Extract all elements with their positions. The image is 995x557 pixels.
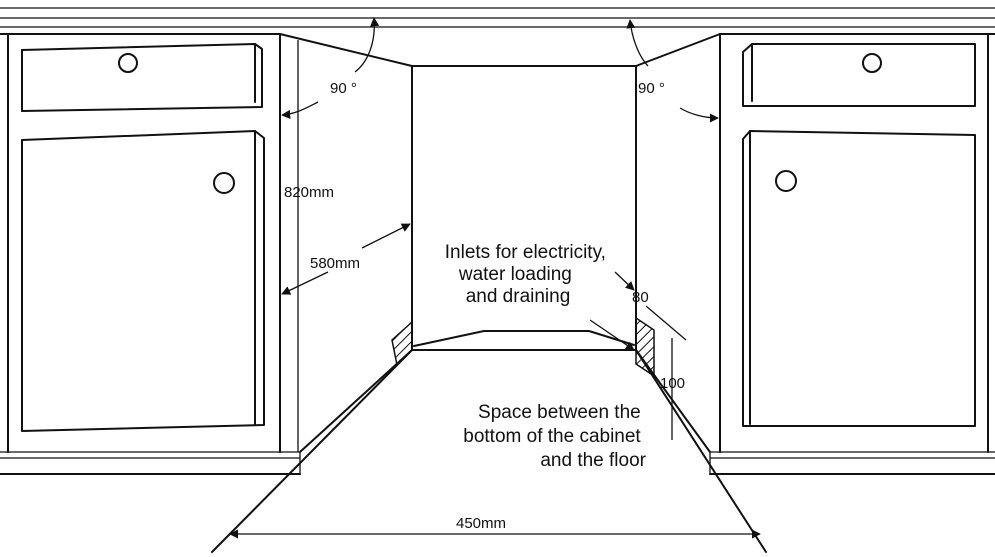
dimension-arrows bbox=[229, 17, 761, 539]
gap-side-label: 100 bbox=[660, 375, 685, 392]
angle-label-right: 90 ° bbox=[638, 80, 665, 97]
inlets-label: Inlets for electricity, water loading an… bbox=[445, 242, 611, 307]
niche bbox=[211, 33, 767, 553]
hatched-blocks bbox=[391, 316, 655, 378]
countertop bbox=[0, 7, 995, 35]
width-label: 450mm bbox=[456, 515, 506, 532]
gap-top-label: 80 bbox=[632, 289, 649, 306]
door-knob-icon-right bbox=[775, 170, 797, 192]
space-label: Space between the bottom of the cabinet … bbox=[463, 402, 646, 471]
drawer-knob-icon-right bbox=[862, 53, 882, 73]
drawer-knob-icon bbox=[118, 53, 138, 73]
height-label: 820mm bbox=[284, 184, 334, 201]
angle-label-left: 90 ° bbox=[330, 80, 357, 97]
right-cabinet bbox=[719, 33, 989, 453]
door-knob-icon bbox=[213, 172, 235, 194]
depth-label: 580mm bbox=[310, 255, 360, 272]
plinth-lines bbox=[0, 451, 995, 475]
left-cabinet bbox=[7, 33, 281, 453]
